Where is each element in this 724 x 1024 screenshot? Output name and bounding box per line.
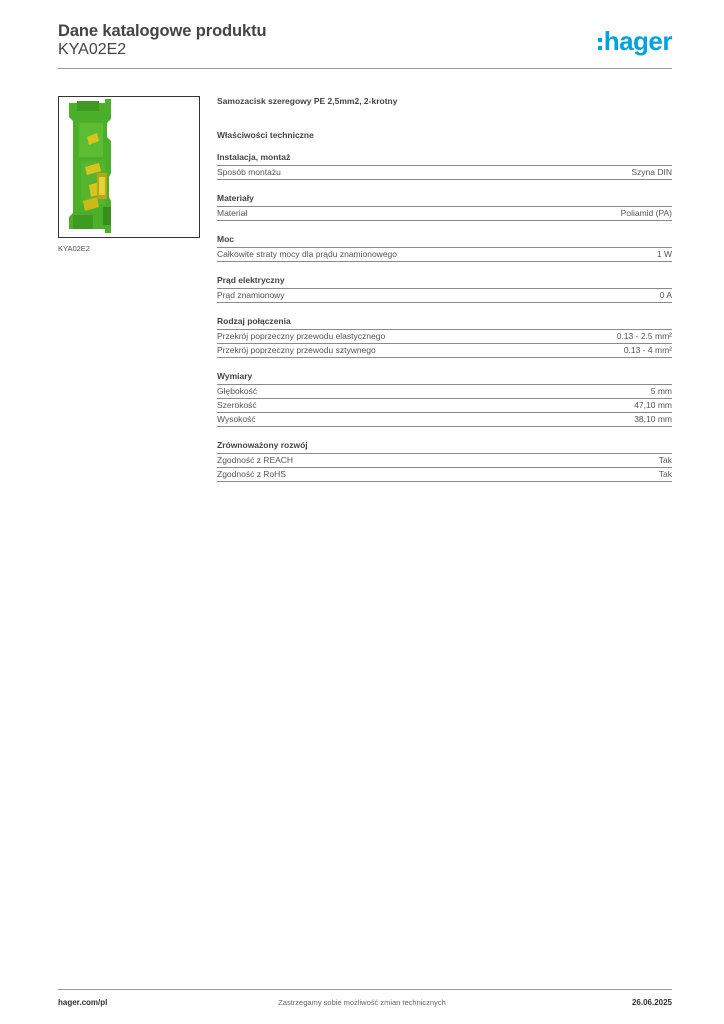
spec-label: Materiał xyxy=(217,208,248,218)
group-title: Prąd elektryczny xyxy=(217,274,672,289)
spec-row: Szerokość 47,10 mm xyxy=(217,399,672,413)
product-code: KYA02E2 xyxy=(58,41,127,58)
spec-row: Całkowite straty mocy dla prądu znamiono… xyxy=(217,248,672,262)
logo-text: hager xyxy=(603,26,673,56)
spec-group-dimensions: Wymiary Głębokość 5 mm Szerokość 47,10 m… xyxy=(217,370,672,427)
spec-label: Prąd znamionowy xyxy=(217,290,285,300)
spec-value: Poliamid (PA) xyxy=(620,208,672,218)
spec-row: Zgodność z RoHS Tak xyxy=(217,468,672,482)
group-title: Rodzaj połączenia xyxy=(217,315,672,330)
product-specifications: Samozacisk szeregowy PE 2,5mm2, 2-krotny… xyxy=(217,95,672,494)
spec-group-installation: Instalacja, montaż Sposób montażu Szyna … xyxy=(217,151,672,180)
spec-group-current: Prąd elektryczny Prąd znamionowy 0 A xyxy=(217,274,672,303)
spec-value: Tak xyxy=(658,455,672,465)
product-image-frame xyxy=(58,96,200,238)
footer-website-link[interactable]: hager.com/pl xyxy=(58,998,108,1007)
spec-label: Przekrój poprzeczny przewodu sztywnego xyxy=(217,345,376,355)
group-title: Instalacja, montaż xyxy=(217,151,672,166)
spec-label: Całkowite straty mocy dla prądu znamiono… xyxy=(217,249,398,259)
spec-value: 0.13 - 4 mm² xyxy=(623,345,672,355)
product-image-caption: KYA02E2 xyxy=(58,244,90,253)
spec-row: Zgodność z REACH Tak xyxy=(217,454,672,468)
spec-row: Sposób montażu Szyna DIN xyxy=(217,166,672,180)
page-header: Dane katalogowe produktu KYA02E2 hager xyxy=(58,20,673,70)
footer-disclaimer: Zastrzegamy sobie możliwość zmian techni… xyxy=(278,998,446,1007)
group-title: Moc xyxy=(217,233,672,248)
spec-label: Zgodność z RoHS xyxy=(217,469,286,479)
logo-dots-icon xyxy=(597,38,602,50)
spec-label: Zgodność z REACH xyxy=(217,455,294,465)
spec-label: Szerokość xyxy=(217,400,257,410)
spec-label: Wysokość xyxy=(217,414,256,424)
group-title: Materiały xyxy=(217,192,672,207)
spec-value: 0 A xyxy=(659,290,672,300)
spec-label: Przekrój poprzeczny przewodu elastyczneg… xyxy=(217,331,386,341)
group-title: Zrównoważony rozwój xyxy=(217,439,672,454)
spec-value: 47,10 mm xyxy=(634,400,672,410)
footer-divider xyxy=(58,989,672,990)
spec-row: Głębokość 5 mm xyxy=(217,385,672,399)
footer-date: 26.06.2025 xyxy=(631,998,672,1007)
spec-row: Prąd znamionowy 0 A xyxy=(217,289,672,303)
spec-group-power: Moc Całkowite straty mocy dla prądu znam… xyxy=(217,233,672,262)
spec-value: Tak xyxy=(658,469,672,479)
spec-label: Głębokość xyxy=(217,386,258,396)
spec-label: Sposób montażu xyxy=(217,167,281,177)
terminal-block-image xyxy=(69,99,111,233)
spec-value: 5 mm xyxy=(650,386,672,396)
spec-row: Przekrój poprzeczny przewodu elastyczneg… xyxy=(217,330,672,344)
spec-value: 1 W xyxy=(656,249,672,259)
hager-logo: hager xyxy=(597,26,673,56)
spec-row: Materiał Poliamid (PA) xyxy=(217,207,672,221)
product-description: Samozacisk szeregowy PE 2,5mm2, 2-krotny xyxy=(217,96,398,106)
spec-value: Szyna DIN xyxy=(631,167,672,177)
document-title: Dane katalogowe produktu xyxy=(58,22,267,40)
group-title: Wymiary xyxy=(217,370,672,385)
spec-value: 38,10 mm xyxy=(634,414,672,424)
spec-group-sustainability: Zrównoważony rozwój Zgodność z REACH Tak… xyxy=(217,439,672,482)
spec-value: 0.13 - 2.5 mm² xyxy=(616,331,672,341)
spec-row: Przekrój poprzeczny przewodu sztywnego 0… xyxy=(217,344,672,358)
header-divider xyxy=(58,68,672,69)
spec-row: Wysokość 38,10 mm xyxy=(217,413,672,427)
spec-group-materials: Materiały Materiał Poliamid (PA) xyxy=(217,192,672,221)
section-title: Właściwości techniczne xyxy=(217,130,314,140)
spec-group-connection: Rodzaj połączenia Przekrój poprzeczny pr… xyxy=(217,315,672,358)
